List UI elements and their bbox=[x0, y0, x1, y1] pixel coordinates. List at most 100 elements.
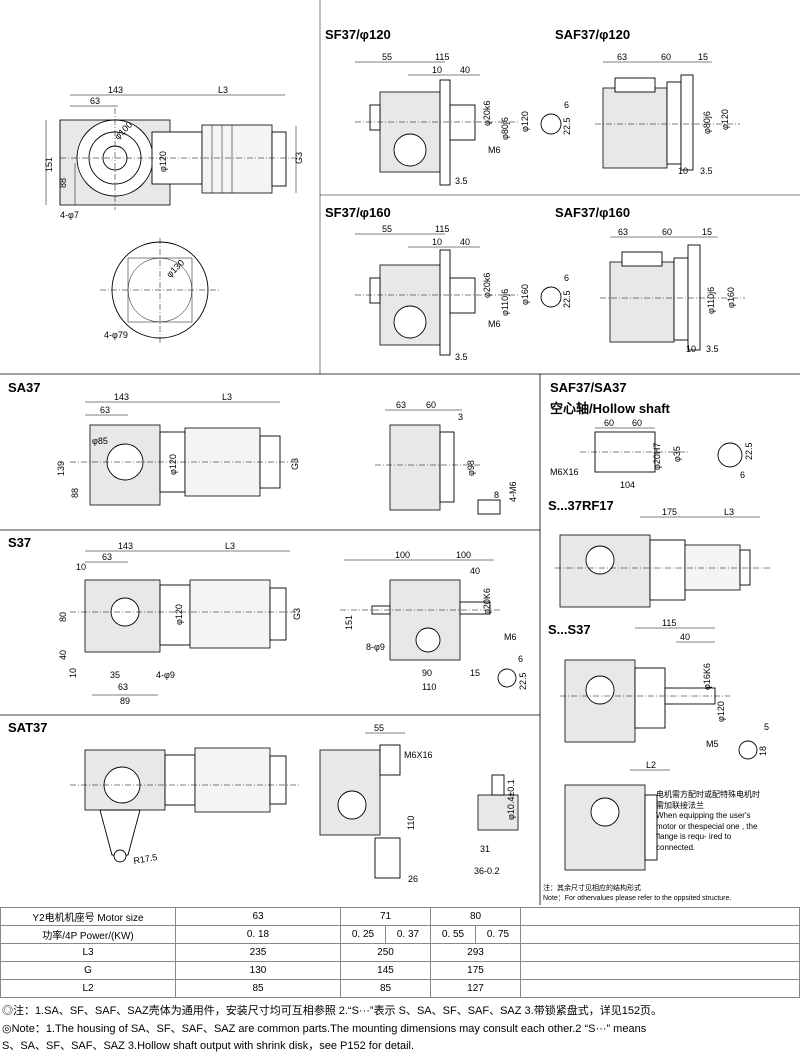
dim-phi120-ss: φ120 bbox=[716, 701, 726, 722]
dim-100-a: 100 bbox=[395, 550, 410, 560]
table-cell: 0. 18 bbox=[175, 925, 341, 944]
title-saf37-160: SAF37/φ160 bbox=[555, 205, 631, 220]
table-cell: 250 bbox=[340, 943, 431, 962]
table-row: 功率/4P Power/(KW) 0. 18 0. 25 0. 37 0. 55… bbox=[0, 925, 800, 944]
dim-phi120-sa: φ120 bbox=[168, 454, 178, 475]
dim-10-s37: 10 bbox=[76, 562, 86, 572]
dim-143: 143 bbox=[108, 85, 123, 95]
dim-63: 63 bbox=[90, 96, 100, 106]
title-sat37: SAT37 bbox=[8, 720, 48, 735]
dim-phi160-saf: φ160 bbox=[726, 287, 736, 308]
dim-60-b: 60 bbox=[662, 227, 672, 237]
dim-phi160: φ160 bbox=[520, 284, 530, 305]
dim-15: 15 bbox=[698, 52, 708, 62]
drawing-saf37-160: 63 60 15 φ110j6 φ160 10 3.5 bbox=[600, 227, 745, 354]
dim-55-b: 55 bbox=[382, 224, 392, 234]
dim-55: 55 bbox=[382, 52, 392, 62]
dim-phi120-sf: φ120 bbox=[520, 111, 530, 132]
dim-5: 5 bbox=[764, 722, 769, 732]
drawing-saf37-120: 63 60 15 φ80j6 φ120 10 3.5 bbox=[595, 52, 740, 176]
title-s-s37: S...S37 bbox=[548, 622, 591, 637]
dim-26: 26 bbox=[408, 874, 418, 884]
dim-80: 80 bbox=[58, 612, 68, 622]
dim-55-sat: 55 bbox=[374, 723, 384, 733]
dim-phi120-s37: φ120 bbox=[174, 604, 184, 625]
table-row: G 130 145 175 bbox=[0, 961, 800, 980]
dim-110: 110 bbox=[422, 682, 436, 692]
dim-143-s37: 143 bbox=[118, 541, 133, 551]
dim-110-sat: 110 bbox=[406, 816, 416, 830]
dim-M5: M5 bbox=[706, 739, 719, 749]
dim-4phi7: 4-φ7 bbox=[60, 210, 79, 220]
dim-M6X16-sat: M6X16 bbox=[404, 750, 433, 760]
structure-note-cn: 注：其余尺寸见相应的结构形式 bbox=[543, 885, 641, 892]
dim-phi120: φ120 bbox=[158, 151, 168, 172]
dim-phi20H7: φ20H7 bbox=[652, 443, 662, 470]
table-cell-empty bbox=[520, 925, 800, 944]
title-saf37-120: SAF37/φ120 bbox=[555, 27, 631, 42]
row-label-G: G bbox=[0, 961, 176, 980]
dim-4phi9: 4-φ9 bbox=[156, 670, 175, 680]
table-cell-empty bbox=[520, 943, 800, 962]
drawing-sa37: 143 L3 63 139 88 φ85 φ120 G3 63 60 3 φ98… bbox=[56, 392, 518, 515]
dim-115-ss: 115 bbox=[662, 618, 676, 628]
table-cell: 85 bbox=[340, 979, 431, 998]
dim-8phi9: 8-φ9 bbox=[366, 642, 385, 652]
dim-10: 10 bbox=[432, 65, 442, 75]
dim-63-s37-b: 63 bbox=[118, 682, 128, 692]
dim-151: 151 bbox=[44, 157, 54, 172]
dim-36: 36-0.2 bbox=[474, 866, 500, 876]
footnote-en-1: ◎Note：1.The housing of SA、SF、SAF、SAZ are… bbox=[2, 1023, 647, 1035]
title-s37rf17: S...37RF17 bbox=[548, 498, 614, 513]
table-row: L3 235 250 293 bbox=[0, 943, 800, 962]
dim-phi80j6-saf: φ80j6 bbox=[702, 111, 712, 134]
dim-151-s37: 151 bbox=[344, 615, 354, 630]
dim-40-b: 40 bbox=[460, 237, 470, 247]
dim-phi20k6-b: φ20k6 bbox=[482, 273, 492, 298]
dim-G3-sa: G3 bbox=[290, 458, 300, 470]
dim-15-s37: 15 bbox=[470, 668, 480, 678]
dim-M6X16: M6X16 bbox=[550, 467, 579, 477]
dim-6: 6 bbox=[564, 100, 569, 110]
table-cell-empty bbox=[520, 961, 800, 980]
dim-L3-s37: L3 bbox=[225, 541, 235, 551]
dim-90: 90 bbox=[422, 668, 432, 678]
dim-6-hs: 6 bbox=[740, 470, 745, 480]
dim-115-b: 115 bbox=[435, 224, 449, 234]
row-label-motor-size: Y2电机机座号 Motor size bbox=[0, 907, 176, 926]
dim-L3: L3 bbox=[218, 85, 228, 95]
dim-M6-b: M6 bbox=[488, 319, 501, 329]
drawing-sf37-120: 55 115 10 40 φ20k6 φ80j6 φ120 M6 3.5 6 2… bbox=[355, 52, 572, 186]
dim-143-sa: 143 bbox=[114, 392, 129, 402]
table-cell: 85 bbox=[175, 979, 341, 998]
dim-63-s37: 63 bbox=[102, 552, 112, 562]
table-cell: 235 bbox=[175, 943, 341, 962]
dim-35: 35 bbox=[110, 670, 120, 680]
drawing-hollow-shaft: 60 60 M6X16 φ20H7 φ35 104 22.5 6 bbox=[550, 418, 754, 490]
dim-L3-sa: L3 bbox=[222, 392, 232, 402]
dim-63-sa-side: 63 bbox=[396, 400, 406, 410]
table-cell: 63 bbox=[175, 907, 341, 926]
footnote-cn: ◎注：1.SA、SF、SAF、SAZ壳体为通用件，安装尺寸均可互相参照 2.“S… bbox=[2, 1005, 663, 1017]
dim-63-sa: 63 bbox=[100, 405, 110, 415]
dim-L3-rf: L3 bbox=[724, 507, 734, 517]
dim-22.5-b: 22.5 bbox=[562, 290, 572, 308]
drawing-s37: 143 L3 63 10 80 40 10 35 63 89 4-φ9 φ120… bbox=[58, 541, 528, 706]
dim-M6-s37: M6 bbox=[504, 632, 517, 642]
dim-40-s37: 40 bbox=[58, 650, 68, 660]
dim-22.5: 22.5 bbox=[562, 117, 572, 135]
dim-22.5-s37: 22.5 bbox=[518, 672, 528, 690]
table-cell-empty bbox=[520, 979, 800, 998]
dim-3.5-saf: 3.5 bbox=[700, 166, 713, 176]
table-cell-empty bbox=[520, 907, 800, 926]
table-row: L2 85 85 127 bbox=[0, 979, 800, 998]
dim-phi110j6-saf: φ110j6 bbox=[706, 287, 716, 314]
dim-18: 18 bbox=[758, 746, 768, 756]
dim-phi85: φ85 bbox=[92, 436, 108, 446]
dim-104: 104 bbox=[620, 480, 635, 490]
title-sa37: SA37 bbox=[8, 380, 41, 395]
table-cell: 145 bbox=[340, 961, 431, 980]
dim-phi35: φ35 bbox=[672, 446, 682, 462]
dim-G3-s37: G3 bbox=[292, 608, 302, 620]
title-saf37-sa37: SAF37/SA37 bbox=[550, 380, 627, 395]
